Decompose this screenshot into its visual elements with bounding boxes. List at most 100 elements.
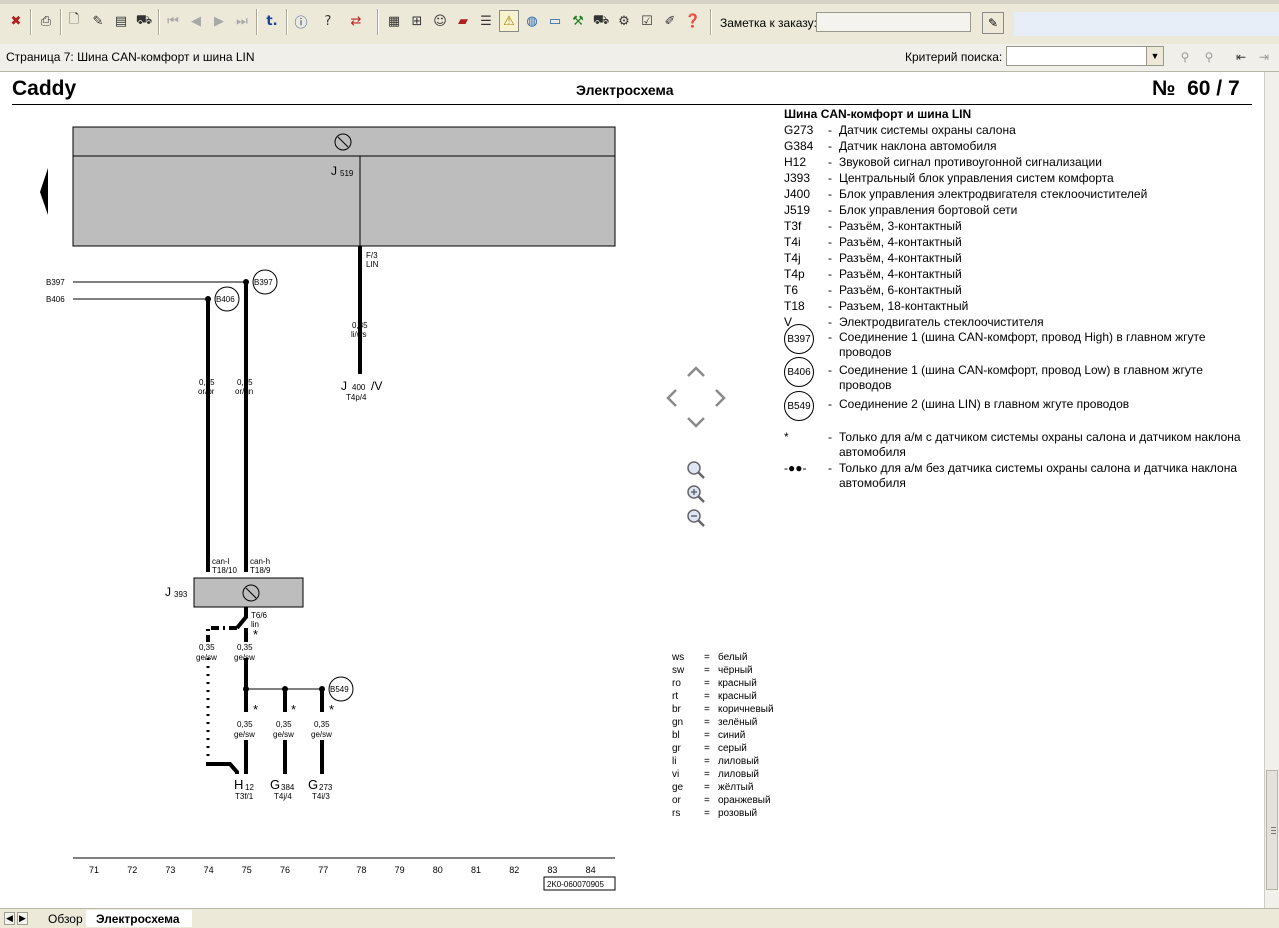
legend-text: Соединение 1 (шина CAN-комфорт, провод L… — [839, 363, 1203, 392]
prev-page-arrow-icon[interactable] — [40, 168, 48, 215]
legend-code: G384 — [784, 139, 814, 153]
g273-wire-size: 0,35 — [314, 720, 330, 729]
note-input[interactable] — [816, 12, 971, 32]
toolbar-separator — [158, 9, 160, 35]
zoom-fit-icon[interactable] — [687, 461, 705, 479]
color-code: vi — [672, 769, 680, 780]
new-doc-icon[interactable]: 🗋 — [68, 12, 80, 27]
legend-note-code: -●●- — [784, 461, 807, 475]
legend-code: G273 — [784, 123, 814, 137]
legend-circle-code: B549 — [784, 391, 814, 421]
scale-tick-label: 83 — [547, 865, 557, 875]
zoom-in-icon[interactable] — [687, 485, 705, 503]
star-mark: * — [253, 627, 258, 642]
warning-icon[interactable]: ⚠ — [499, 10, 519, 32]
color-equals: = — [704, 808, 710, 819]
tab-schematic[interactable]: Электросхема — [86, 910, 192, 927]
chevron-down-icon[interactable]: ▼ — [1146, 47, 1163, 65]
next-icon[interactable]: ▶ — [214, 13, 224, 29]
color-equals: = — [704, 652, 710, 663]
legend-code: H12 — [784, 155, 807, 169]
main-toolbar: ✖ ⎙ 🗋 ✎ ▤ ⛟ ⏮ ◀ ▶ ⏭ t. ⓘ ? ⇄ ▦ ⊞ ☺ ▰ ☰ ⚠… — [0, 0, 1279, 45]
star-mark: * — [253, 702, 258, 717]
color-equals: = — [704, 756, 710, 767]
j400-suffix: /V — [371, 379, 382, 393]
pan-control — [666, 366, 726, 428]
edit-doc-icon[interactable]: ✎ — [92, 13, 104, 29]
form-icon[interactable]: ▭ — [548, 13, 562, 29]
b397-wire-size: 0,35 — [237, 378, 253, 387]
scale-tick-label: 76 — [280, 865, 290, 875]
first-icon[interactable]: ⏮ — [167, 13, 179, 29]
notes-icon[interactable]: ✐ — [664, 13, 676, 29]
list-icon[interactable]: ☰ — [480, 13, 492, 29]
legend-dash: - — [828, 430, 832, 444]
zoom-out-icon[interactable] — [687, 509, 705, 527]
swap-icon[interactable]: ⇄ — [350, 13, 362, 29]
scrollbar-thumb[interactable] — [1266, 770, 1278, 890]
search-select[interactable]: ▼ — [1006, 46, 1164, 66]
h12-wire-color: ge/sw — [234, 730, 255, 739]
color-name: чёрный — [718, 665, 753, 676]
color-equals: = — [704, 795, 710, 806]
toolbar-separator — [377, 9, 379, 35]
doc-icon[interactable]: ▤ — [114, 13, 128, 29]
car-wrench-icon[interactable]: ⚙ — [618, 13, 630, 29]
pan-down-icon[interactable] — [687, 417, 705, 428]
checklist-icon[interactable]: ☑ — [641, 13, 653, 29]
legend-dash: - — [828, 203, 832, 217]
pan-right-icon[interactable] — [715, 389, 726, 407]
legend-text: Центральный блок управления систем комфо… — [839, 171, 1114, 185]
color-name: оранжевый — [718, 795, 771, 806]
b406-wire-color: or/br — [198, 387, 215, 396]
calc-icon[interactable]: ▦ — [387, 13, 401, 29]
h12-pin: T3f/1 — [235, 792, 254, 801]
note-edit-icon[interactable]: ✎ — [982, 12, 1004, 34]
wrench-icon[interactable]: ⚒ — [572, 13, 584, 29]
g384-sub: 384 — [281, 783, 295, 792]
legend-dash: - — [828, 363, 832, 377]
expand-icon[interactable]: ⇥ — [1258, 50, 1270, 64]
help-book-icon[interactable]: ❓ — [684, 13, 702, 29]
ground-icon — [242, 584, 260, 602]
tab-bar: ◀ ▶ Обзор Электросхема — [0, 908, 1279, 928]
person-icon[interactable]: ☺ — [433, 13, 447, 29]
pan-left-icon[interactable] — [666, 389, 677, 407]
header-rule — [12, 104, 1252, 105]
help-icon[interactable]: ? — [324, 13, 332, 29]
info-icon[interactable]: ⓘ — [294, 15, 308, 31]
legend-text: Датчик системы охраны салона — [839, 123, 1016, 137]
tab-scroll-right-icon[interactable]: ▶ — [17, 912, 28, 925]
color-equals: = — [704, 704, 710, 715]
left-top-wire-color: ge/sw — [196, 653, 217, 662]
globe-icon[interactable]: ◍ — [526, 13, 538, 29]
color-equals: = — [704, 678, 710, 689]
b406-circle — [214, 286, 240, 312]
last-icon[interactable]: ⏭ — [236, 13, 248, 29]
tab-overview[interactable]: Обзор — [48, 911, 83, 926]
print-icon[interactable]: ⎙ — [40, 13, 52, 29]
can-l-name: can-l — [212, 557, 230, 566]
doc-code: 2K0-060070905 — [547, 880, 604, 889]
tab-scroll-left-icon[interactable]: ◀ — [4, 912, 15, 925]
car2-icon[interactable]: ⛟ — [592, 12, 610, 28]
grid-icon[interactable]: ⊞ — [411, 13, 423, 29]
search-next-icon[interactable]: ⚲ — [1204, 50, 1214, 64]
b549-circle — [328, 676, 354, 702]
car-icon[interactable]: ⛟ — [135, 12, 153, 28]
prev-icon[interactable]: ◀ — [191, 13, 201, 29]
search-prev-icon[interactable]: ⚲ — [1180, 50, 1190, 64]
collapse-icon[interactable]: ⇤ — [1235, 50, 1247, 64]
link-icon[interactable]: t. — [266, 13, 278, 29]
color-code: gr — [672, 743, 681, 754]
color-equals: = — [704, 769, 710, 780]
book-icon[interactable]: ▰ — [458, 13, 468, 29]
vertical-scrollbar[interactable] — [1264, 72, 1279, 908]
t6-name: lin — [251, 620, 259, 629]
exit-icon[interactable]: ✖ — [10, 13, 22, 29]
doc-code-box — [543, 876, 616, 891]
color-name: жёлтый — [718, 782, 754, 793]
color-name: серый — [718, 743, 747, 754]
doc-number: № 60 / 7 — [1152, 77, 1240, 100]
pan-up-icon[interactable] — [687, 366, 705, 377]
